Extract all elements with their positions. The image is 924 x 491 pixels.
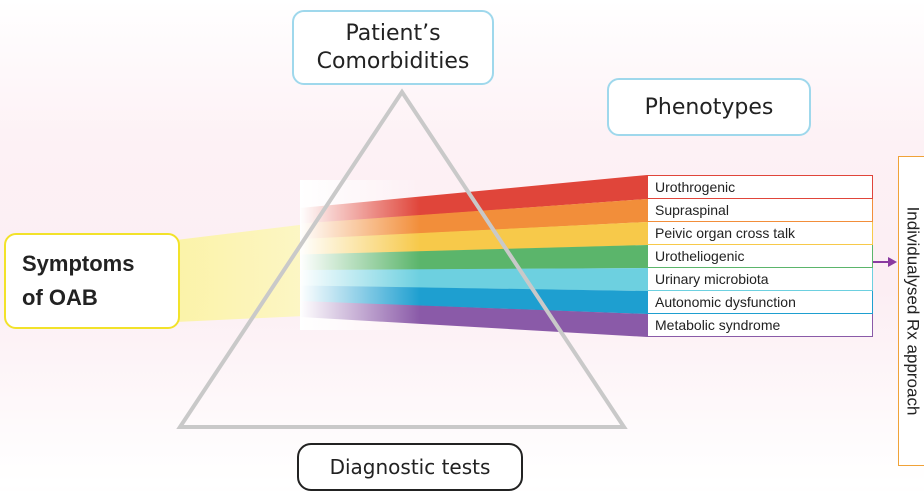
diagnostic-tests-label: Diagnostic tests <box>329 455 491 479</box>
phenotype-item: Supraspinal <box>647 199 873 222</box>
comorbidities-line1: Patient’s <box>345 20 441 46</box>
phenotypes-title-box: Phenotypes <box>607 78 811 136</box>
phenotype-item: Autonomic dysfunction <box>647 291 873 314</box>
phenotype-item: Peivic organ cross talk <box>647 222 873 245</box>
phenotype-item: Urothrogenic <box>647 175 873 199</box>
phenotypes-title: Phenotypes <box>644 94 774 120</box>
symptoms-box: Symptoms of OAB <box>4 233 180 329</box>
rx-approach-box: Individualysed Rx approach <box>898 156 924 466</box>
band-fade <box>300 180 420 330</box>
rx-approach-label: Individualysed Rx approach <box>903 206 923 416</box>
comorbidities-line2: Comorbidities <box>316 48 470 74</box>
phenotype-item: Metabolic syndrome <box>647 314 873 337</box>
diagnostic-tests-box: Diagnostic tests <box>297 443 523 491</box>
prism-triangle <box>176 88 628 429</box>
phenotype-item: Urotheliogenic <box>647 245 873 268</box>
rx-arrow-head <box>888 257 897 267</box>
symptoms-line2: of OAB <box>22 285 98 310</box>
comorbidities-box: Patient’s Comorbidities <box>292 10 494 85</box>
phenotype-item: Urinary microbiota <box>647 268 873 291</box>
symptoms-line1: Symptoms <box>22 251 135 276</box>
